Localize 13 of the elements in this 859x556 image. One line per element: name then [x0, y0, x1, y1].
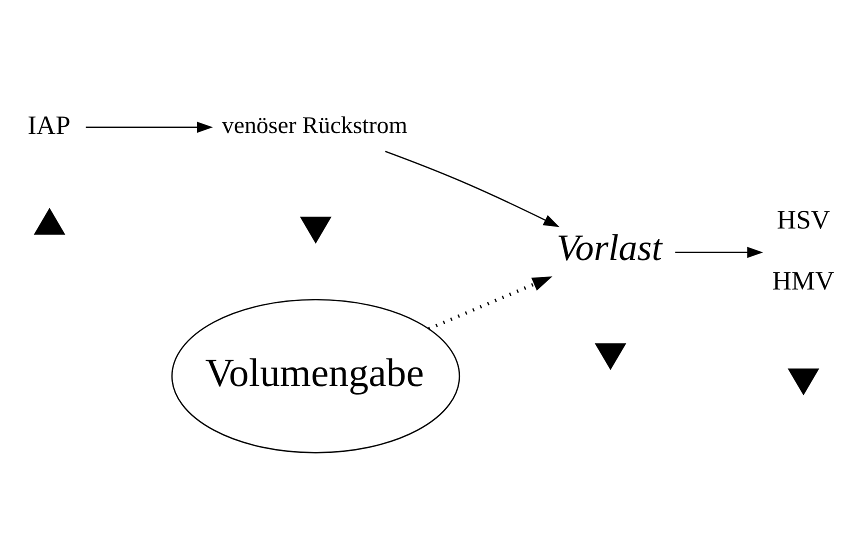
node-text: venöser Rückstrom: [222, 113, 408, 140]
node-text: Vorlast: [556, 228, 662, 270]
arrow: [675, 246, 764, 258]
node-ellipse: Volumengabe: [171, 298, 460, 454]
node-arrow: [34, 208, 66, 235]
arrow: [428, 276, 552, 330]
node-arrow: [300, 216, 332, 244]
node-text: IAP: [28, 110, 70, 140]
node-arrow: [788, 368, 820, 396]
node-arrow: [594, 343, 626, 370]
arrow: [385, 150, 560, 228]
node-text: HSV HMV: [772, 204, 834, 296]
arrow: [86, 122, 213, 133]
